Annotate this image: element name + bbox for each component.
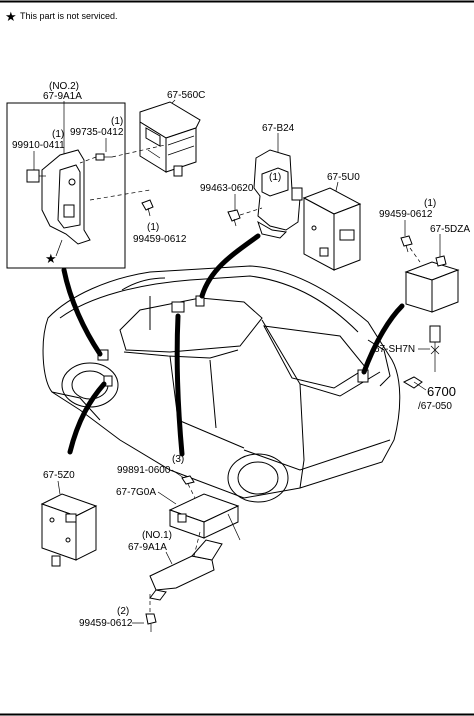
label-bolt-99463: 99463-0620	[200, 183, 254, 194]
label-module-560c: 67-560C	[167, 90, 205, 101]
label-bolt-99459-a-qty: (1)	[147, 222, 159, 233]
bolt-99459-b-drawing	[400, 235, 421, 263]
legend-star-icon: ★	[5, 9, 17, 24]
vehicle-outline	[42, 265, 401, 503]
label-bolt-99459-c-qty: (2)	[117, 606, 129, 617]
label-bracket-lower: 67-9A1A	[128, 542, 167, 553]
label-bracket-b24: 67-B24	[262, 123, 295, 134]
bolt-99459-a-drawing	[141, 199, 154, 217]
label-bolt-99459-c: 99459-0612	[79, 618, 133, 629]
label-bolt-99735-qty: (1)	[111, 116, 123, 127]
label-bolt-99910: 99910-0411	[12, 140, 65, 151]
nut-99891-drawing	[181, 475, 197, 501]
label-harness-sh7n: 67-SH7N	[374, 344, 415, 355]
label-module-7g0a: 67-7G0A	[116, 487, 156, 498]
label-module-5z0: 67-5Z0	[43, 470, 75, 481]
bolt-99459-c-drawing	[145, 613, 157, 632]
bracket-no1-drawing	[149, 531, 223, 612]
label-nut-99891-qty: (3)	[172, 454, 184, 465]
label-ref-6700: 6700	[427, 384, 456, 399]
bolt-99463-drawing	[227, 207, 263, 227]
label-bolt-99459-b: 99459-0612	[379, 209, 433, 220]
label-bolt-99459-a: 99459-0612	[133, 234, 187, 245]
label-bolt-99910-qty: (1)	[52, 129, 64, 140]
label-no1: (NO.1)	[142, 530, 172, 541]
label-bolt-99735: 99735-0412	[70, 127, 124, 138]
module-7g0a-drawing	[168, 493, 241, 541]
legend-text: This part is not serviced.	[20, 11, 118, 21]
ref-6700-arrow-icon	[402, 376, 427, 391]
label-ref-67050: /67-050	[418, 401, 452, 412]
label-no2: (NO.2)	[49, 81, 79, 92]
bracket-b24-drawing	[253, 149, 303, 239]
bracket-no2-drawing: ★	[26, 149, 112, 266]
module-560c-drawing	[139, 101, 201, 177]
module-5u0-drawing	[302, 187, 362, 271]
module-5dza-drawing	[404, 255, 460, 313]
label-module-5dza: 67-5DZA	[430, 224, 470, 235]
harness-sh7n-drawing	[429, 325, 441, 372]
label-bolt-99463-qty: (1)	[269, 172, 281, 183]
not-serviced-star-icon: ★	[45, 251, 57, 266]
label-nut-99891: 99891-0600	[117, 465, 171, 476]
label-module-5u0: 67-5U0	[327, 172, 360, 183]
inset-box	[6, 102, 126, 269]
module-5z0-drawing	[40, 493, 98, 567]
label-bolt-99459-b-qty: (1)	[424, 198, 436, 209]
callout-wires	[61, 233, 405, 457]
label-bracket-upper: 67-9A1A	[43, 91, 82, 102]
